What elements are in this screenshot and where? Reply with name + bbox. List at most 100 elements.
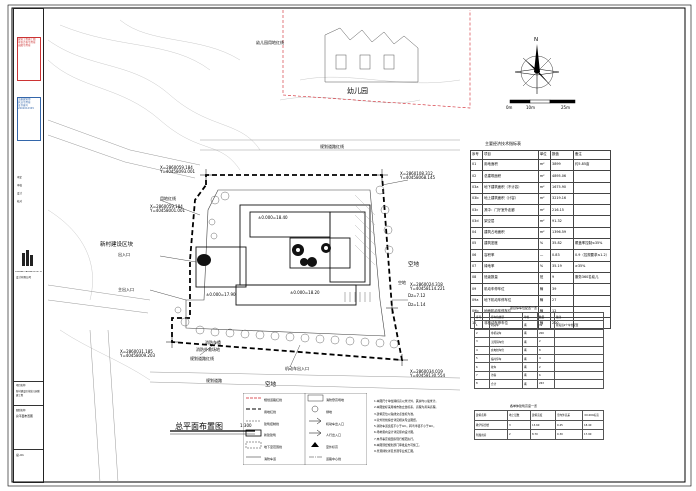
cell xyxy=(573,294,611,307)
cell: 附属用房 xyxy=(474,429,508,441)
cell xyxy=(554,379,604,389)
cell: m² xyxy=(537,226,552,240)
elevation-3: ±0.000=18.20 xyxy=(290,290,320,295)
cell: 1675.90 xyxy=(550,181,575,194)
cell: 9 xyxy=(550,271,575,285)
cell: 辆 xyxy=(522,320,538,330)
coord-w: X=2860059.184 Y=40458001.001 xyxy=(150,205,185,213)
elevation-1: ±0.000=18.40 xyxy=(258,215,288,220)
cell: 辆 xyxy=(522,362,538,372)
drawing-name: 总平面布置图 xyxy=(16,414,33,418)
cell: 班级数量 xyxy=(482,271,539,285)
legend-label: 人行出入口 xyxy=(326,433,342,438)
coordinate-markers xyxy=(166,169,408,366)
stamp-line: 审查合格专用章 xyxy=(18,41,36,44)
cell: 0.83 xyxy=(550,249,575,262)
role-label: 校对 xyxy=(17,200,23,203)
cell: 临时停车 xyxy=(489,353,523,364)
cell: 03c xyxy=(469,204,484,217)
table-header-cell: 数量 xyxy=(537,311,555,322)
legend-label: 建筑控制线 xyxy=(264,421,280,426)
scale-mark-0: 0m xyxy=(506,105,513,110)
cell: 合计 xyxy=(489,379,523,389)
note-line: 9.景观绿化详见景观专业施工图。 xyxy=(374,449,416,454)
cell: 访客 xyxy=(489,370,523,381)
cell: m² xyxy=(537,204,552,217)
legend-labels-right: 消防登高场地 绿地 机动车出入口 人行出入口 室外标高 道路中心线 xyxy=(326,395,344,466)
coord-ne: X=2860108.312 Y=40458068.145 xyxy=(400,172,435,180)
cell xyxy=(573,283,611,296)
cell: 辆 xyxy=(522,353,538,364)
table-header-cell: 室内外高差 xyxy=(555,410,583,421)
cell: m² xyxy=(537,170,552,183)
cell: 2 xyxy=(474,328,490,339)
coord-x: X=2860059.184 xyxy=(160,165,193,170)
cell: 覆盖率控制≤35% xyxy=(573,238,611,251)
table-header-row: 序号 项目 单位 数值 备注 xyxy=(469,150,611,160)
cell: % xyxy=(537,260,552,273)
scale-mark-1: 10m xyxy=(526,105,535,110)
legend-label: 绿地 xyxy=(326,409,333,414)
table-header-cell: 序号 xyxy=(469,150,484,160)
kindergarten-label: 幼儿园 xyxy=(347,87,368,95)
cell: 约5.85亩 xyxy=(573,158,611,172)
cell: 非机动车 xyxy=(489,328,523,339)
table-header-cell: 建筑名称 xyxy=(474,410,508,421)
cell: 08 xyxy=(469,271,484,285)
cell: 7 xyxy=(474,370,490,381)
cell: 绿地率 xyxy=(482,260,539,273)
cell: 校车 xyxy=(489,362,523,372)
kindergarten-redline-label: 幼儿园用地红线 xyxy=(256,40,284,45)
cell: 03b xyxy=(469,192,484,206)
south-road-label: 规划道路 xyxy=(206,378,222,383)
cell: 263 xyxy=(537,379,555,389)
project-name: 新村建设区块幼儿园新建工程 xyxy=(16,390,40,397)
stamp-line: 建筑工程施工图 xyxy=(18,38,36,41)
coord-nw: X=2860059.184 Y=40458093.001 xyxy=(160,166,195,174)
table-header-cell: 地上层数 xyxy=(507,410,531,421)
cell: 辆 xyxy=(522,370,538,381)
cell: 容积率 xyxy=(482,249,539,262)
cell xyxy=(554,362,604,372)
table-header-cell: 建筑高度 xyxy=(530,410,556,421)
legend-label: 用地红线 xyxy=(264,409,277,414)
approval-stamp: 建筑工程施工图 审查合格专用章 出图专用章 xyxy=(17,37,41,81)
stamp-line: 证书编号 xyxy=(18,104,29,107)
legend-label: 新建建筑 xyxy=(264,433,277,438)
cell: 04 xyxy=(469,226,484,240)
cell: 03d xyxy=(469,215,484,228)
cell: m² xyxy=(537,192,552,206)
cell: 2 xyxy=(537,337,555,347)
cell xyxy=(573,181,611,194)
coord-y: Y=40458114.221 xyxy=(410,286,446,291)
cell: 辆 xyxy=(522,328,538,339)
design-notes: 1.本图尺寸单位除标高以米计外，其余均以毫米计。 2.本图坐标采用城市独立坐标系… xyxy=(374,398,466,455)
coord-y: Y=40458130.554 xyxy=(410,373,446,378)
cell: 辆 xyxy=(537,294,552,307)
fire-site-label: 消防扑救场地 xyxy=(196,347,220,352)
cell: 35.82 xyxy=(550,238,575,251)
note-line: 8.本图须经规划部门审批后方可施工。 xyxy=(374,443,422,448)
table-header-cell: ±0.000标高 xyxy=(582,410,604,421)
parking-entrance-label: 机动车出入口 xyxy=(285,366,309,371)
table-header-cell: 项目 xyxy=(482,150,539,160)
cell: 07 xyxy=(469,260,484,273)
cell: 0.45 xyxy=(555,419,583,431)
cell xyxy=(554,345,604,355)
cell: 06 xyxy=(469,249,484,262)
cell: 01 xyxy=(469,158,484,172)
